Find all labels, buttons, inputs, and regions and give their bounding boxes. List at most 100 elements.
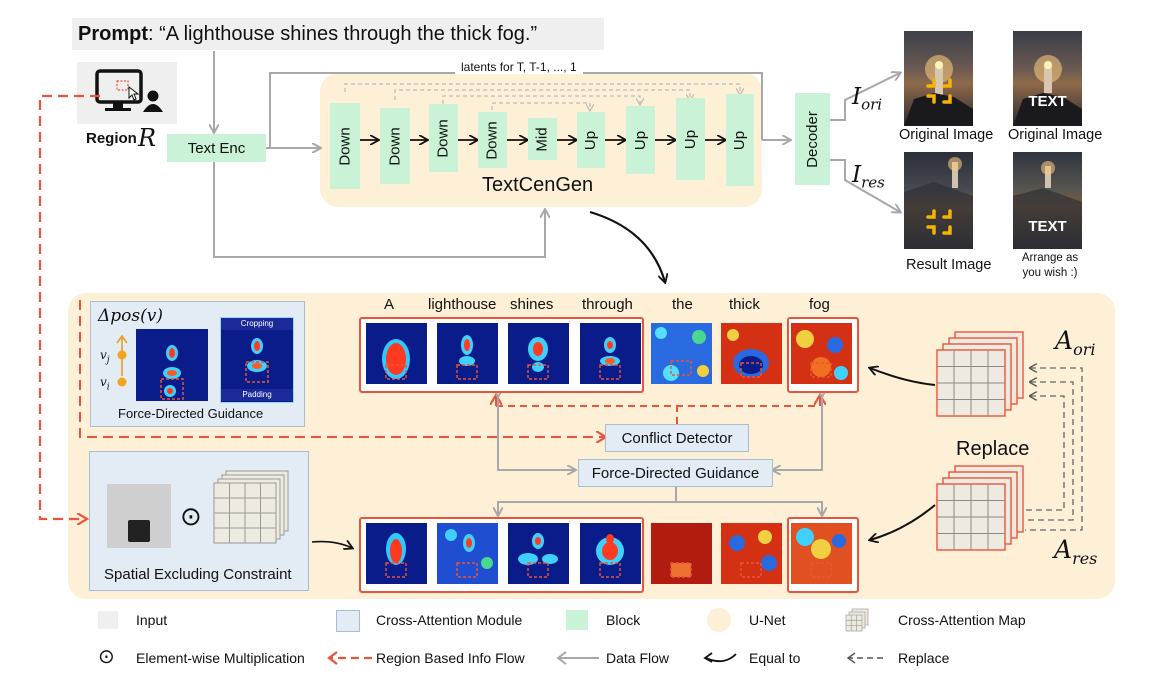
- legend-attention-map-icon: [845, 608, 869, 632]
- vi-sub: i: [106, 382, 110, 393]
- attention-map-stack-icon: [213, 470, 289, 544]
- unet-down-block-4: Down: [478, 112, 507, 168]
- legend-unet-label: U-Net: [749, 612, 786, 628]
- i-ori-symbol: Iori: [852, 84, 882, 114]
- unet-block-label: Down: [435, 118, 453, 158]
- i-res-sub: res: [861, 173, 885, 192]
- force-guidance-label: Force-Directed Guidance: [591, 464, 760, 482]
- unet-up-block-1: Up: [577, 112, 605, 168]
- vj-sub: j: [106, 355, 110, 366]
- force-guidance-box: Force-Directed Guidance: [578, 459, 773, 487]
- text-encoder-block: Text Enc: [167, 134, 266, 162]
- unet-block-label: Up: [582, 130, 600, 150]
- legend-attention-map-label: Cross-Attention Map: [898, 612, 1026, 628]
- unet-name: TextCenGen: [482, 174, 594, 196]
- i-res-base: I: [852, 162, 862, 188]
- replace-label: Replace: [956, 438, 1030, 460]
- region-label: Region: [86, 130, 137, 147]
- legend-data-flow-icon: [556, 651, 599, 665]
- a-ori-sub: ori: [1073, 340, 1096, 359]
- unet-down-block-1: Down: [330, 103, 360, 189]
- prompt-label: Prompt: [78, 23, 148, 45]
- legend-equal-label: Equal to: [749, 650, 801, 666]
- region-symbol: R: [138, 124, 157, 152]
- heatmap-res-shines: [508, 523, 569, 584]
- original-image-2: TEXT: [1013, 31, 1082, 126]
- force-heatmap-before: [136, 329, 208, 401]
- original-image-caption-2: Original Image: [1008, 127, 1103, 143]
- token-label: through: [582, 296, 633, 313]
- unet-block-label: Up: [632, 130, 649, 150]
- text-overlay: TEXT: [1028, 218, 1067, 235]
- arrange-caption: Arrange as you wish :): [1021, 252, 1079, 279]
- legend-input-swatch: [98, 611, 118, 629]
- lighthouse-picture: [904, 55, 973, 126]
- legend-region-flow-label: Region Based Info Flow: [376, 650, 525, 666]
- computer-user-icon: [95, 69, 163, 112]
- unet-down-block-3: Down: [429, 104, 458, 172]
- unet-down-block-2: Down: [380, 108, 410, 184]
- attention-blob: [245, 338, 269, 383]
- latents-label: latents for T, T-1, ..., 1: [455, 60, 583, 74]
- legend-replace-label: Replace: [898, 650, 950, 666]
- region-input-box: [77, 62, 177, 124]
- unet-block-label: Down: [386, 126, 404, 166]
- heatmap-ori-shines: [508, 323, 569, 384]
- cropping-label: Cropping: [221, 318, 293, 330]
- unet-mid-block: Mid: [528, 118, 557, 160]
- legend-equal-icon: [703, 652, 737, 663]
- a-ori-symbol: Aori: [1055, 326, 1095, 359]
- decoder-block: Decoder: [795, 93, 830, 185]
- vj-base: v: [100, 348, 107, 362]
- a-res-sub: res: [1072, 549, 1098, 568]
- mask-region: [128, 520, 150, 542]
- legend-module-label: Cross-Attention Module: [376, 612, 523, 628]
- arranged-image: TEXT: [1013, 152, 1082, 249]
- heatmap-ori-thick: [721, 323, 782, 384]
- token-label: lighthouse: [428, 296, 497, 313]
- a-res-symbol: Ares: [1054, 535, 1097, 568]
- legend-unet-swatch: [707, 608, 731, 632]
- legend-block-label: Block: [606, 612, 641, 628]
- i-res-symbol: Ires: [852, 162, 885, 192]
- legend-region-flow-icon: [327, 651, 372, 665]
- original-image-1: [904, 31, 973, 126]
- a-res-base: A: [1054, 535, 1073, 564]
- heatmap-res-lighthouse: [437, 523, 498, 584]
- lighthouse-picture: [1013, 161, 1082, 249]
- vi-label: vi: [100, 375, 110, 392]
- delta-pos-title: Δpos(v): [98, 306, 163, 326]
- conflict-detector-label: Conflict Detector: [621, 429, 733, 447]
- lighthouse-picture: [904, 157, 973, 249]
- padding-label: Padding: [221, 389, 293, 401]
- attention-grid-original: [936, 331, 1024, 417]
- odot-symbol: ⊙: [180, 501, 202, 531]
- token-label: the: [672, 296, 693, 313]
- legend-data-flow-label: Data Flow: [606, 650, 670, 666]
- a-ori-base: A: [1055, 326, 1074, 355]
- i-ori-sub: ori: [861, 95, 883, 114]
- unet-block-label: Up: [731, 130, 749, 150]
- heatmap-ori-the: [651, 323, 712, 384]
- heatmap-ori-a: [366, 323, 427, 384]
- legend-elementwise-label: Element-wise Multiplication: [136, 650, 305, 666]
- unet-up-block-2: Up: [626, 106, 655, 174]
- prompt-box: Prompt: “A lighthouse shines through the…: [72, 18, 604, 50]
- conflict-detector-box: Conflict Detector: [605, 424, 749, 452]
- vj-label: vj: [100, 348, 110, 365]
- original-image-caption-1: Original Image: [899, 127, 994, 143]
- text-overlay: TEXT: [1028, 93, 1067, 110]
- decoder-label: Decoder: [804, 110, 822, 168]
- spatial-constraint-caption: Spatial Excluding Constraint: [104, 566, 292, 583]
- token-label: shines: [510, 296, 554, 313]
- token-label: A: [384, 296, 395, 313]
- unet-block-label: Up: [682, 129, 699, 149]
- heatmap-res-a: [366, 523, 427, 584]
- heatmap-res-fog: [791, 523, 852, 584]
- force-vector-icon: [116, 334, 128, 387]
- unet-block-label: Down: [336, 126, 354, 166]
- heatmap-res-thick: [721, 523, 782, 584]
- unet-block-label: Mid: [533, 126, 551, 152]
- force-panel-caption: Force-Directed Guidance: [118, 406, 264, 421]
